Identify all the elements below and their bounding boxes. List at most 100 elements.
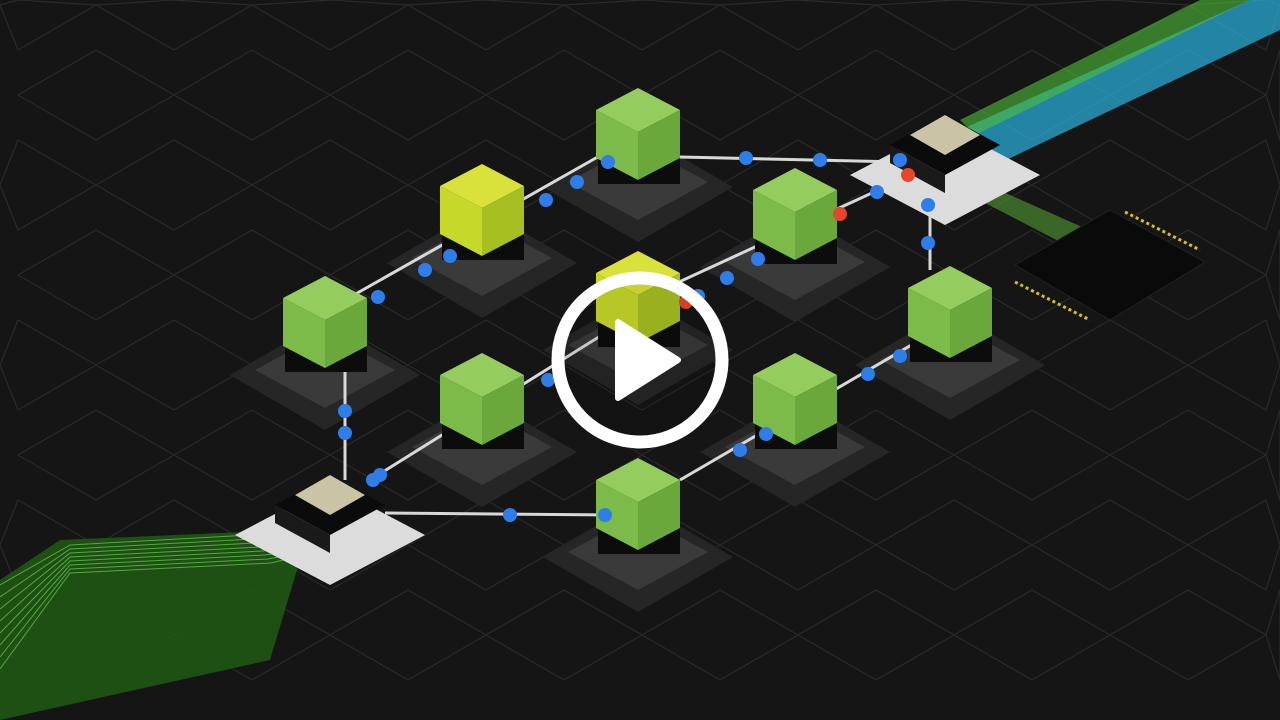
- grid-tile: [251, 0, 409, 51]
- grid-tile: [95, 0, 253, 51]
- data-packet-dot: [601, 155, 615, 169]
- socket-stripe: [1124, 210, 1201, 252]
- green-beam-top-right: [960, 0, 1250, 135]
- connection-line: [384, 511, 616, 517]
- grid-tile: [485, 589, 643, 681]
- data-packet-dot: [751, 252, 765, 266]
- grid-tile: [95, 139, 253, 231]
- cube-left: [440, 375, 482, 445]
- grid-tile: [95, 319, 253, 411]
- grid-tile: [329, 589, 487, 681]
- cube-right: [638, 480, 680, 550]
- chip-die: [295, 475, 365, 515]
- data-packet-dot: [443, 249, 457, 263]
- grid-tile: [1031, 319, 1189, 411]
- grid-tile: [875, 499, 1033, 591]
- grid-tile: [0, 139, 97, 231]
- cube-right: [638, 273, 680, 343]
- grid-tile: [1265, 409, 1280, 501]
- grid-tile: [1109, 409, 1267, 501]
- compute-cube: [908, 266, 992, 362]
- cube-left: [908, 288, 950, 358]
- compute-cube: [753, 353, 837, 449]
- grid-tile: [251, 139, 409, 231]
- grid-tile: [407, 0, 565, 51]
- data-packet-dot: [739, 151, 753, 165]
- grid-tile: [1109, 589, 1267, 681]
- grid-tile: [329, 49, 487, 141]
- play-button[interactable]: [550, 270, 730, 450]
- grid-tile: [953, 589, 1111, 681]
- grid-tile: [17, 409, 175, 501]
- alert-packet-dot: [901, 168, 915, 182]
- grid-tile: [641, 589, 799, 681]
- grid-tile: [173, 49, 331, 141]
- grid-tile: [17, 229, 175, 321]
- grid-tile: [1265, 49, 1280, 141]
- cube-left: [440, 186, 482, 256]
- grid-tile: [875, 0, 1033, 51]
- grid-tile: [797, 589, 955, 681]
- data-packet-dot: [921, 198, 935, 212]
- data-packet-dot: [373, 468, 387, 482]
- compute-cube: [596, 88, 680, 184]
- data-packet-dot: [720, 271, 734, 285]
- data-packet-dot: [813, 153, 827, 167]
- grid-tile: [719, 0, 877, 51]
- data-packet-dot: [893, 153, 907, 167]
- cube-right: [482, 186, 524, 256]
- grid-tile: [173, 409, 331, 501]
- data-packet-dot: [338, 404, 352, 418]
- cube-left: [283, 298, 325, 368]
- cyan-beam-top-right: [960, 0, 1280, 170]
- cube-right: [795, 375, 837, 445]
- socket-stripe: [1014, 280, 1091, 322]
- connection-line: [679, 155, 901, 164]
- grid-tile: [1187, 139, 1280, 231]
- cube-right: [795, 190, 837, 260]
- compute-cube: [283, 276, 367, 372]
- ingress-chip: [235, 475, 425, 585]
- data-packet-dot: [733, 443, 747, 457]
- cube-right: [638, 110, 680, 180]
- highlighted-cube: [440, 164, 524, 260]
- grid-tile: [1187, 499, 1280, 591]
- egress-chip: [850, 115, 1040, 225]
- cube-right: [325, 298, 367, 368]
- data-packet-dot: [503, 508, 517, 522]
- cube-right: [482, 375, 524, 445]
- data-packet-dot: [861, 367, 875, 381]
- grid-tile: [1031, 499, 1189, 591]
- alert-packet-dot: [833, 207, 847, 221]
- chip-die: [910, 115, 980, 155]
- cube-left: [596, 480, 638, 550]
- grid-tile: [953, 409, 1111, 501]
- chip-side: [275, 505, 330, 553]
- green-beam-bottom-left: [0, 530, 300, 720]
- grid-tile: [719, 499, 877, 591]
- grid-tile: [17, 49, 175, 141]
- data-packet-dot: [570, 175, 584, 189]
- grid-tile: [563, 0, 721, 51]
- data-packet-dot: [371, 290, 385, 304]
- cube-left: [753, 190, 795, 260]
- compute-cube: [753, 168, 837, 264]
- data-packet-dot: [418, 263, 432, 277]
- socket-port: [1014, 209, 1206, 321]
- data-packet-dot: [921, 236, 935, 250]
- grid-tile: [1265, 589, 1280, 681]
- data-packet-dot: [541, 373, 555, 387]
- grid-tile: [1265, 229, 1280, 321]
- grid-tile: [0, 0, 97, 51]
- data-packet-dot: [893, 349, 907, 363]
- grid-tile: [1187, 319, 1280, 411]
- data-packet-dot: [539, 193, 553, 207]
- cube-right: [950, 288, 992, 358]
- data-packet-dot: [338, 426, 352, 440]
- data-packet-dot: [598, 508, 612, 522]
- data-packet-dot: [759, 427, 773, 441]
- play-icon: [551, 271, 729, 449]
- compute-cube: [440, 353, 524, 449]
